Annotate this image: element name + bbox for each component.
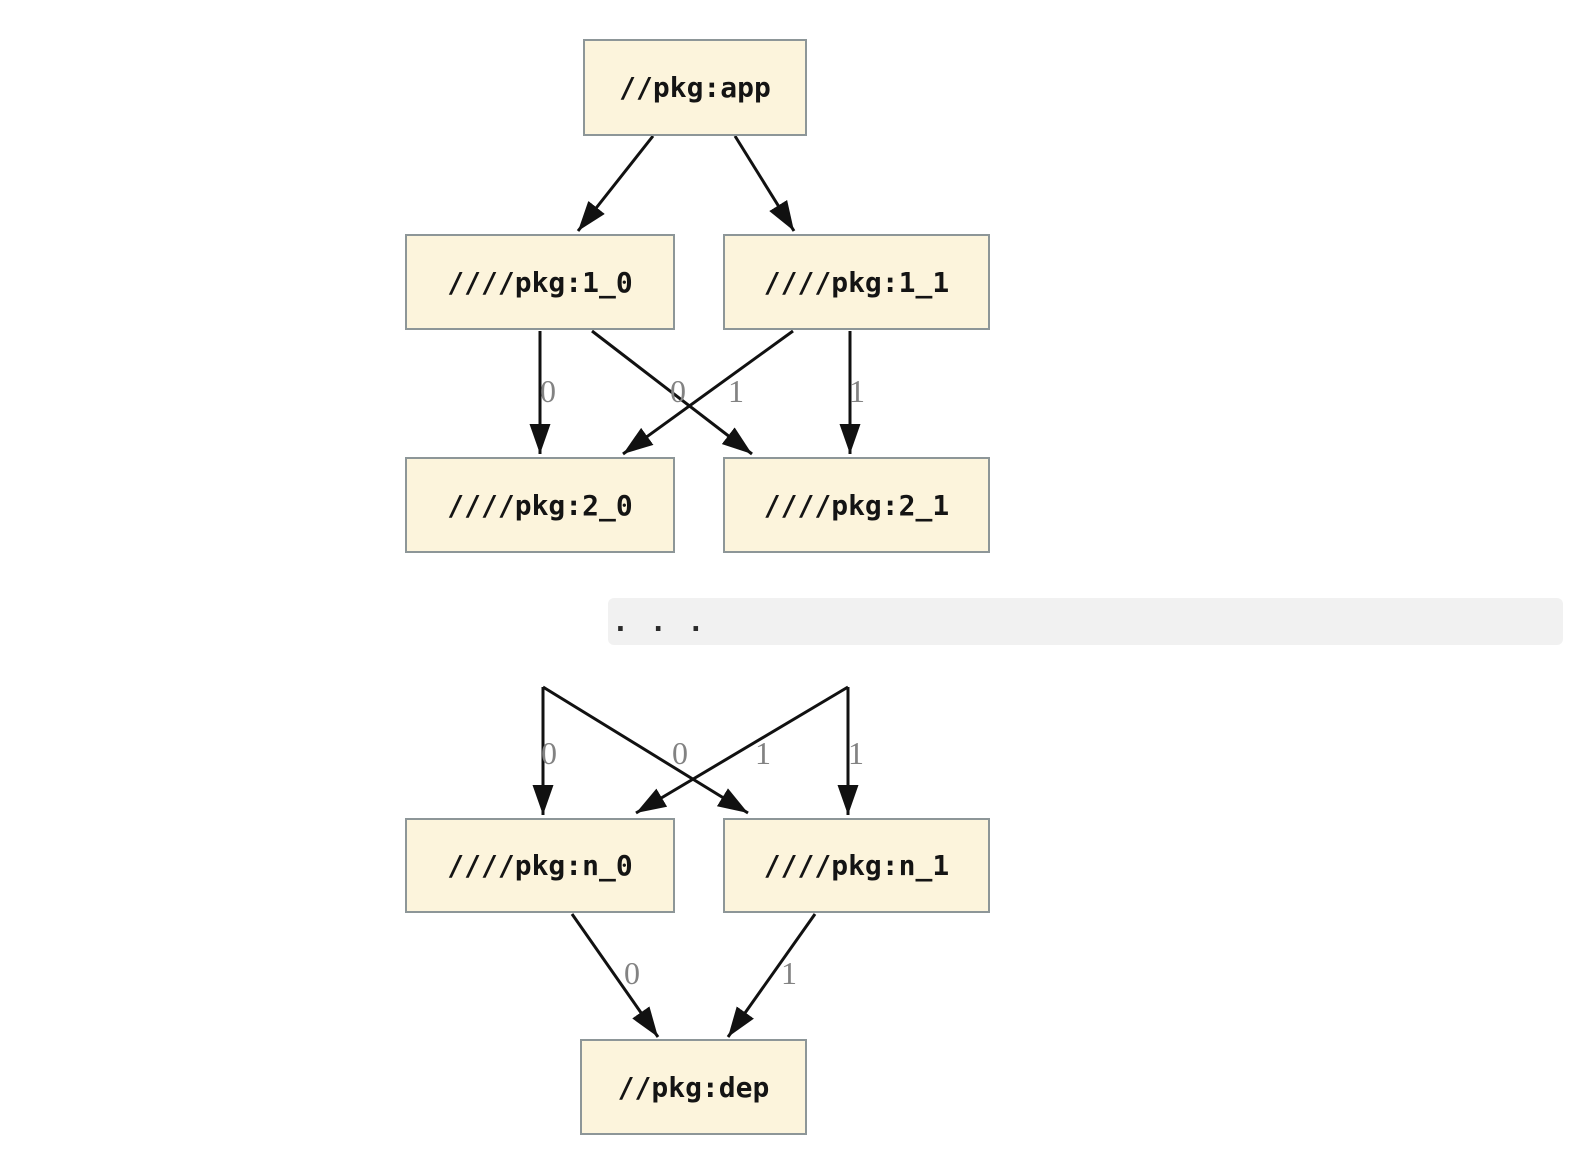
node-label-pkg-2_0: ////pkg:2_0	[447, 488, 633, 522]
node-pkg-1_1: ////pkg:1_1	[723, 234, 990, 330]
edge-label-1_0-to-2_0: 0	[540, 373, 556, 409]
node-label-pkg-1_0: ////pkg:1_0	[447, 265, 633, 299]
edge-1_0-to-2_1	[591, 329, 753, 456]
edge-label-ellipsis-to-n_0-cross: 0	[672, 735, 688, 771]
edge-ellipsis-to-n_1-cross	[542, 685, 749, 815]
node-pkg-n_0: ////pkg:n_0	[405, 818, 675, 913]
edge-n_0-to-dep	[570, 913, 660, 1038]
node-label-pkg-1_1: ////pkg:1_1	[763, 265, 950, 299]
continuation-band	[608, 598, 1563, 645]
node-label-pkg-n_0: ////pkg:n_0	[447, 849, 633, 882]
node-label-pkg-app: //pkg:app	[619, 71, 771, 104]
edge-label-ellipsis-to-n_0-left: 0	[541, 735, 557, 771]
node-pkg-2_0: ////pkg:2_0	[405, 457, 675, 553]
edge-ellipsis-to-n_0-cross	[635, 685, 849, 815]
edge-label-ellipsis-to-n_1-cross: 1	[755, 735, 771, 771]
node-label-pkg-2_1: ////pkg:2_1	[763, 488, 950, 522]
node-label-pkg-n_1: ////pkg:n_1	[763, 849, 950, 882]
edge-1_1-to-2_0	[622, 329, 794, 456]
edge-n_1-to-dep	[726, 913, 817, 1038]
node-pkg-app: //pkg:app	[583, 39, 807, 136]
edge-label-1_1-to-2_0: 0	[670, 373, 686, 409]
edge-label-1_1-to-2_1: 1	[849, 373, 865, 409]
edge-label-ellipsis-to-n_1-right: 1	[848, 735, 864, 771]
node-label-pkg-dep: //pkg:dep	[617, 1070, 770, 1104]
edge-label-n_0-to-dep: 0	[624, 955, 640, 991]
node-pkg-2_1: ////pkg:2_1	[723, 457, 990, 553]
ellipsis-text: . . .	[612, 605, 707, 638]
node-pkg-dep: //pkg:dep	[580, 1039, 807, 1135]
edge-app-to-1_1	[733, 135, 796, 232]
edge-label-1_0-to-2_1: 1	[728, 373, 744, 409]
node-pkg-1_0: ////pkg:1_0	[405, 234, 675, 330]
edge-app-to-1_0	[576, 135, 655, 232]
edge-label-n_1-to-dep: 1	[781, 955, 797, 991]
node-pkg-n_1: ////pkg:n_1	[723, 818, 990, 913]
